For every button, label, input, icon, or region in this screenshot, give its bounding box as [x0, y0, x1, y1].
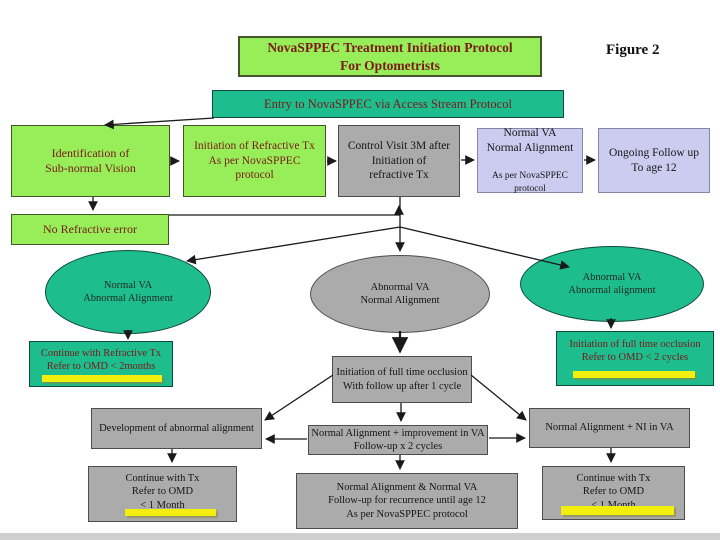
highlight-marker [573, 371, 695, 378]
highlight-marker [561, 506, 674, 515]
slide-bottom-edge [0, 533, 720, 540]
figure-label: Figure 2 [606, 42, 660, 58]
node-normal-alignment-ni: Normal Alignment + NI in VA [529, 408, 690, 448]
node-control-visit: Control Visit 3M after Initiation of ref… [338, 125, 460, 197]
node-continue-tx-right: Continue with Tx Refer to OMD < 1 Month [542, 466, 685, 520]
node-entry-banner: Entry to NovaSPPEC via Access Stream Pro… [212, 90, 564, 118]
node-normal-alignment-improvement: Normal Alignment + improvement in VA Fol… [308, 425, 488, 455]
node-full-time-occlusion-followup: Initiation of full time occlusion With f… [332, 356, 472, 403]
highlight-marker [125, 509, 216, 516]
node-initiation-refractive: Initiation of Refractive Tx As per NovaS… [183, 125, 326, 197]
node-continue-refractive-tx: Continue with Refractive Tx Refer to OMD… [29, 341, 173, 387]
node-continue-tx-left: Continue with Tx Refer to OMD < 1 Month [88, 466, 237, 522]
node-ongoing-followup: Ongoing Follow up To age 12 [598, 128, 710, 193]
node-development-abnormal-alignment: Development of abnormal alignment [91, 408, 262, 449]
node-full-time-occlusion-refer: Initiation of full time occlusion Refer … [556, 331, 714, 386]
node-identification: Identification of Sub-normal Vision [11, 125, 170, 197]
title-box: NovaSPPEC Treatment Initiation Protocol … [238, 36, 542, 77]
highlight-marker [42, 375, 162, 382]
node-normal-recurrence-followup: Normal Alignment & Normal VA Follow-up f… [296, 473, 518, 529]
node-normal-va-alignment: Normal VA Normal Alignment As per NovaSP… [477, 127, 583, 194]
node-normal-va-abnormal-alignment: Normal VA Abnormal Alignment [45, 250, 211, 334]
page-title: NovaSPPEC Treatment Initiation Protocol … [267, 40, 513, 73]
node-no-refractive-error: No Refractive error [11, 214, 169, 245]
node-abnormal-va-abnormal-alignment: Abnormal VA Abnormal alignment [520, 246, 704, 322]
node-abnormal-va-normal-alignment: Abnormal VA Normal Alignment [310, 255, 490, 333]
